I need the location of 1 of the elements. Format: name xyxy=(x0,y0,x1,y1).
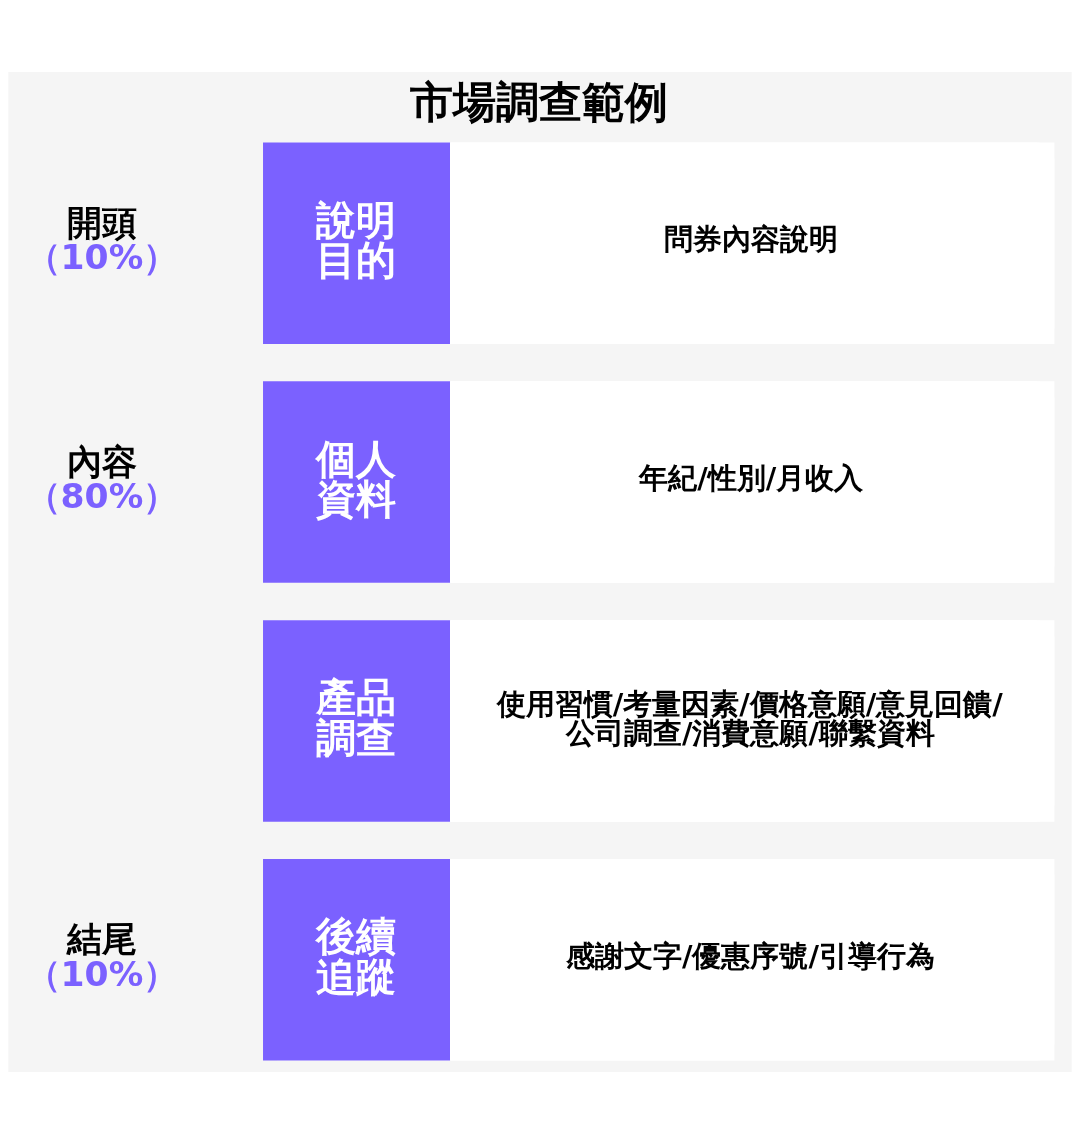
diagram-title: 市場調查範例 xyxy=(409,76,668,127)
